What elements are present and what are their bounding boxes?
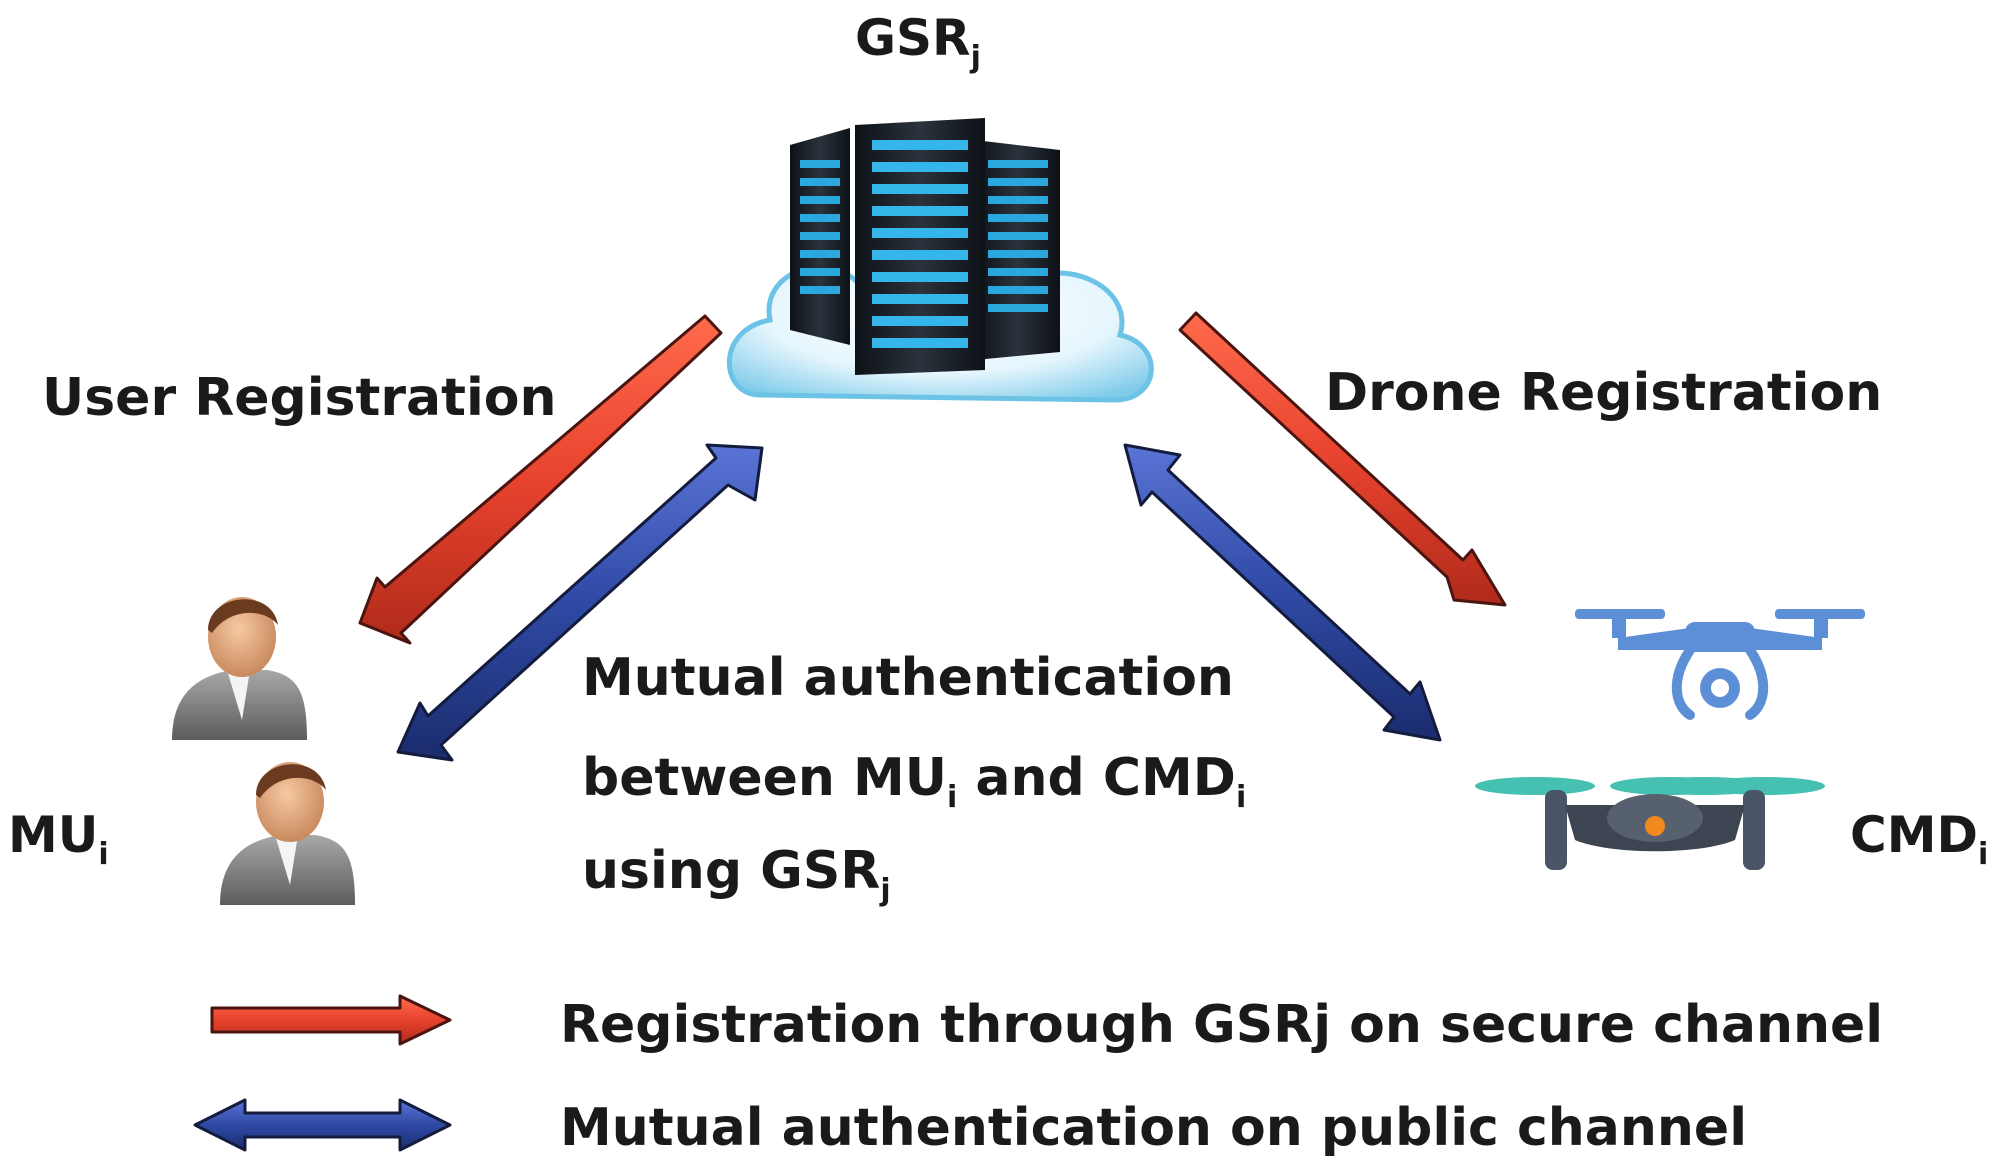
- server-cloud-icon: [726, 118, 1154, 403]
- legend-authentication-arrow: [193, 1098, 452, 1152]
- mutual-auth-line-3: using GSRj: [582, 841, 891, 908]
- mutual-auth-line-1: Mutual authentication: [582, 648, 1234, 708]
- legend-registration-arrow: [210, 994, 452, 1046]
- legend-registration-label: Registration through GSRj on secure chan…: [560, 995, 1883, 1055]
- user-registration-arrow: [358, 314, 723, 645]
- quadcopter-camera-icon: [1575, 609, 1865, 720]
- server-rack-right: [975, 140, 1060, 360]
- drone-authentication-arrow: [1123, 443, 1442, 742]
- legend-authentication-label: Mutual authentication on public channel: [560, 1098, 1747, 1156]
- server-label: GSRj: [855, 9, 981, 75]
- drone-label: CMDi: [1850, 806, 1988, 872]
- drone-registration-arrow: [1178, 311, 1507, 607]
- mutual-auth-line-2: between MUi and CMDi: [582, 748, 1246, 815]
- quadcopter-icon: [1475, 777, 1825, 870]
- user-icon: [172, 597, 307, 740]
- legend: Registration through GSRj on secure chan…: [193, 994, 1883, 1156]
- user-registration-label: User Registration: [42, 368, 557, 428]
- mutual-authentication-label: Mutual authentication between MUi and CM…: [582, 648, 1246, 908]
- user-label: MUi: [8, 806, 109, 872]
- user-icon: [220, 762, 355, 905]
- user-authentication-arrow: [396, 443, 764, 762]
- drone-registration-label: Drone Registration: [1325, 363, 1882, 423]
- server-rack-center: [855, 118, 985, 375]
- server-rack-left: [790, 128, 850, 345]
